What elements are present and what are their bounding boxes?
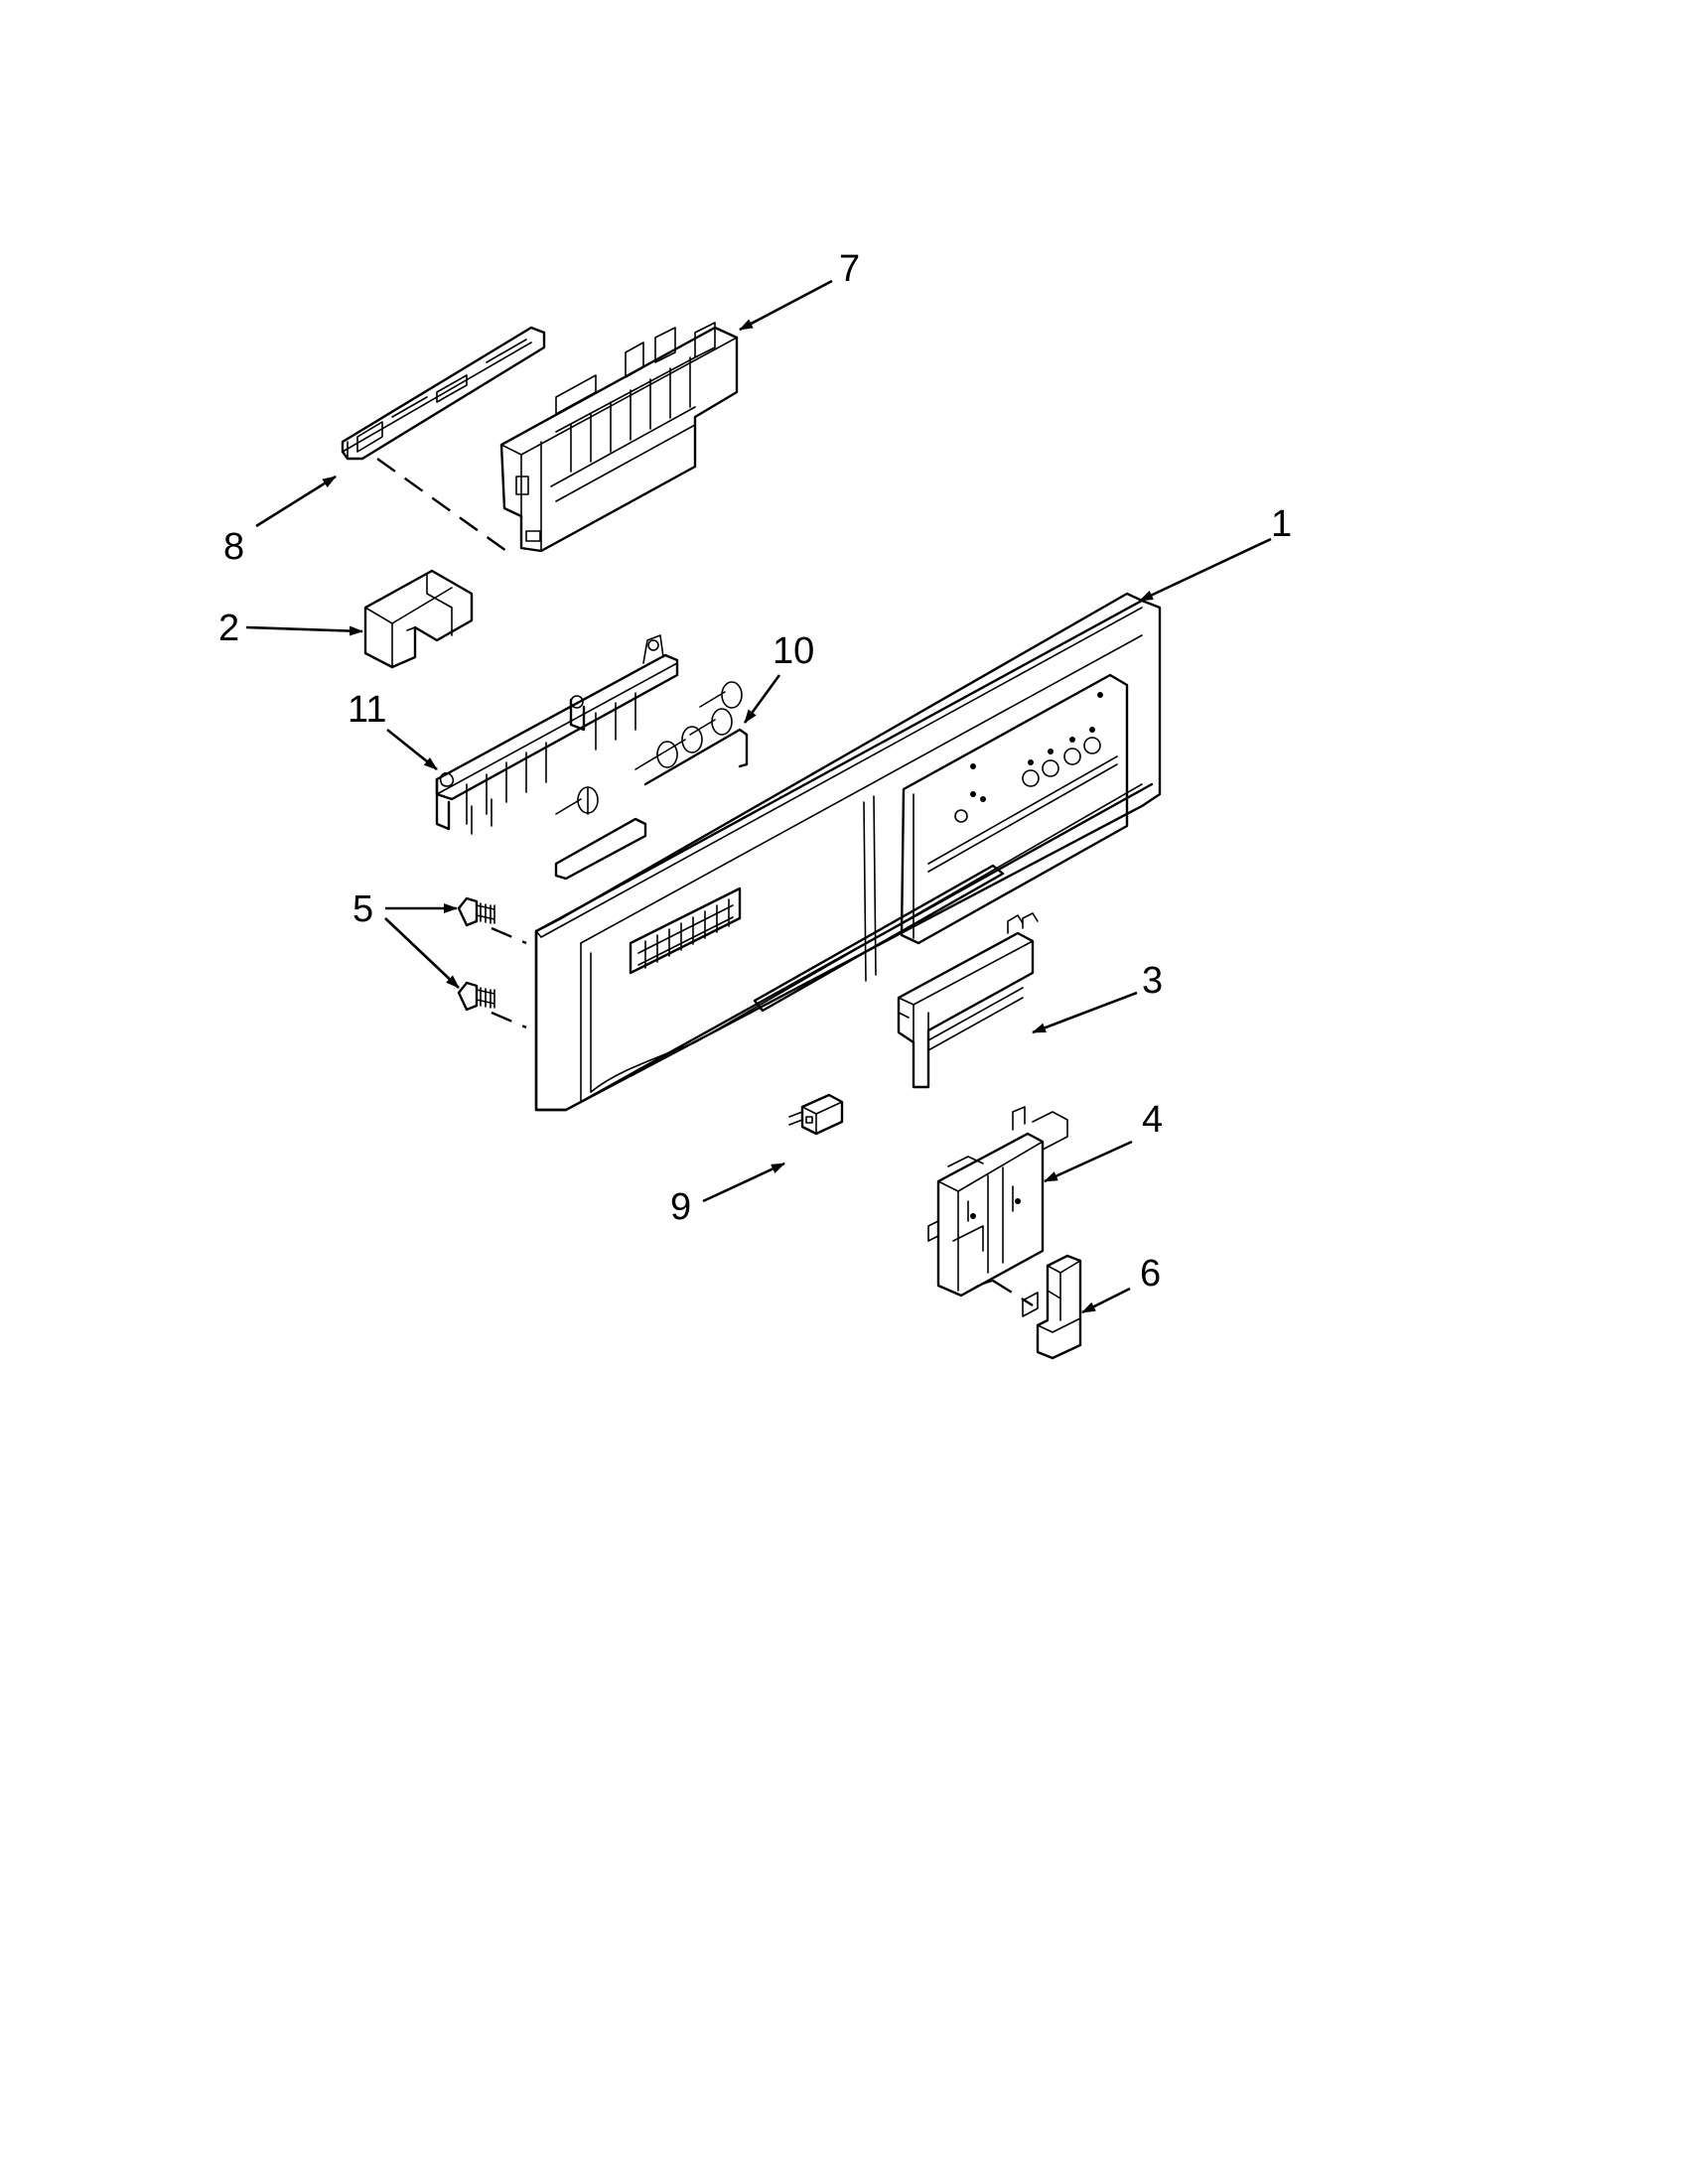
screw-part bbox=[457, 896, 495, 927]
plunger-icon bbox=[689, 708, 733, 736]
callout-11: 11 bbox=[348, 689, 386, 731]
handle-bracket-part bbox=[897, 912, 1039, 1089]
alignment-line bbox=[376, 458, 507, 552]
panel-button-icon bbox=[1063, 748, 1081, 765]
leader-arrow bbox=[743, 674, 781, 724]
alignment-line bbox=[491, 926, 527, 945]
control-module-part bbox=[499, 322, 739, 553]
leader-arrow bbox=[255, 475, 337, 528]
alignment-line bbox=[992, 1279, 1034, 1307]
callout-1: 1 bbox=[1271, 503, 1292, 545]
panel-button-icon bbox=[1022, 769, 1040, 787]
actuator-bar-part bbox=[435, 634, 679, 881]
leader-arrow bbox=[1081, 1287, 1131, 1314]
switch-part bbox=[788, 1093, 844, 1136]
leader-arrow bbox=[386, 728, 438, 771]
callout-8: 8 bbox=[223, 526, 244, 568]
leader-arrow bbox=[739, 279, 833, 332]
plunger-icon bbox=[659, 726, 703, 755]
button-plungers-part bbox=[555, 681, 749, 815]
leader-arrow bbox=[1044, 1140, 1133, 1183]
harness-strip-part bbox=[341, 326, 546, 461]
callout-4: 4 bbox=[1142, 1099, 1163, 1141]
clip-part bbox=[1022, 1254, 1082, 1360]
panel-button-icon bbox=[954, 809, 968, 823]
leader-arrow bbox=[1139, 537, 1272, 603]
leader-arrow bbox=[1032, 991, 1138, 1034]
callout-2: 2 bbox=[218, 608, 239, 649]
callout-3: 3 bbox=[1142, 960, 1163, 1002]
plunger-icon bbox=[699, 681, 743, 709]
panel-button-icon bbox=[1083, 737, 1101, 754]
plunger-icon bbox=[634, 741, 678, 770]
panel-slot-vent bbox=[629, 887, 742, 975]
console-panel-part bbox=[534, 592, 1162, 1112]
callout-5: 5 bbox=[352, 888, 373, 930]
panel-button-icon bbox=[1042, 759, 1059, 777]
leader-arrow bbox=[702, 1161, 785, 1203]
leader-arrow bbox=[245, 625, 363, 636]
leader-arrow bbox=[384, 917, 460, 989]
door-latch-part bbox=[927, 1106, 1068, 1297]
alignment-line bbox=[491, 1011, 527, 1029]
screw-part bbox=[457, 981, 495, 1012]
plunger-icon bbox=[555, 786, 599, 815]
panel-control-area bbox=[900, 673, 1129, 945]
callout-6: 6 bbox=[1140, 1253, 1161, 1295]
callout-10: 10 bbox=[773, 630, 814, 672]
bracket-part bbox=[363, 569, 474, 669]
callout-7: 7 bbox=[839, 248, 860, 290]
callout-9: 9 bbox=[670, 1186, 691, 1228]
